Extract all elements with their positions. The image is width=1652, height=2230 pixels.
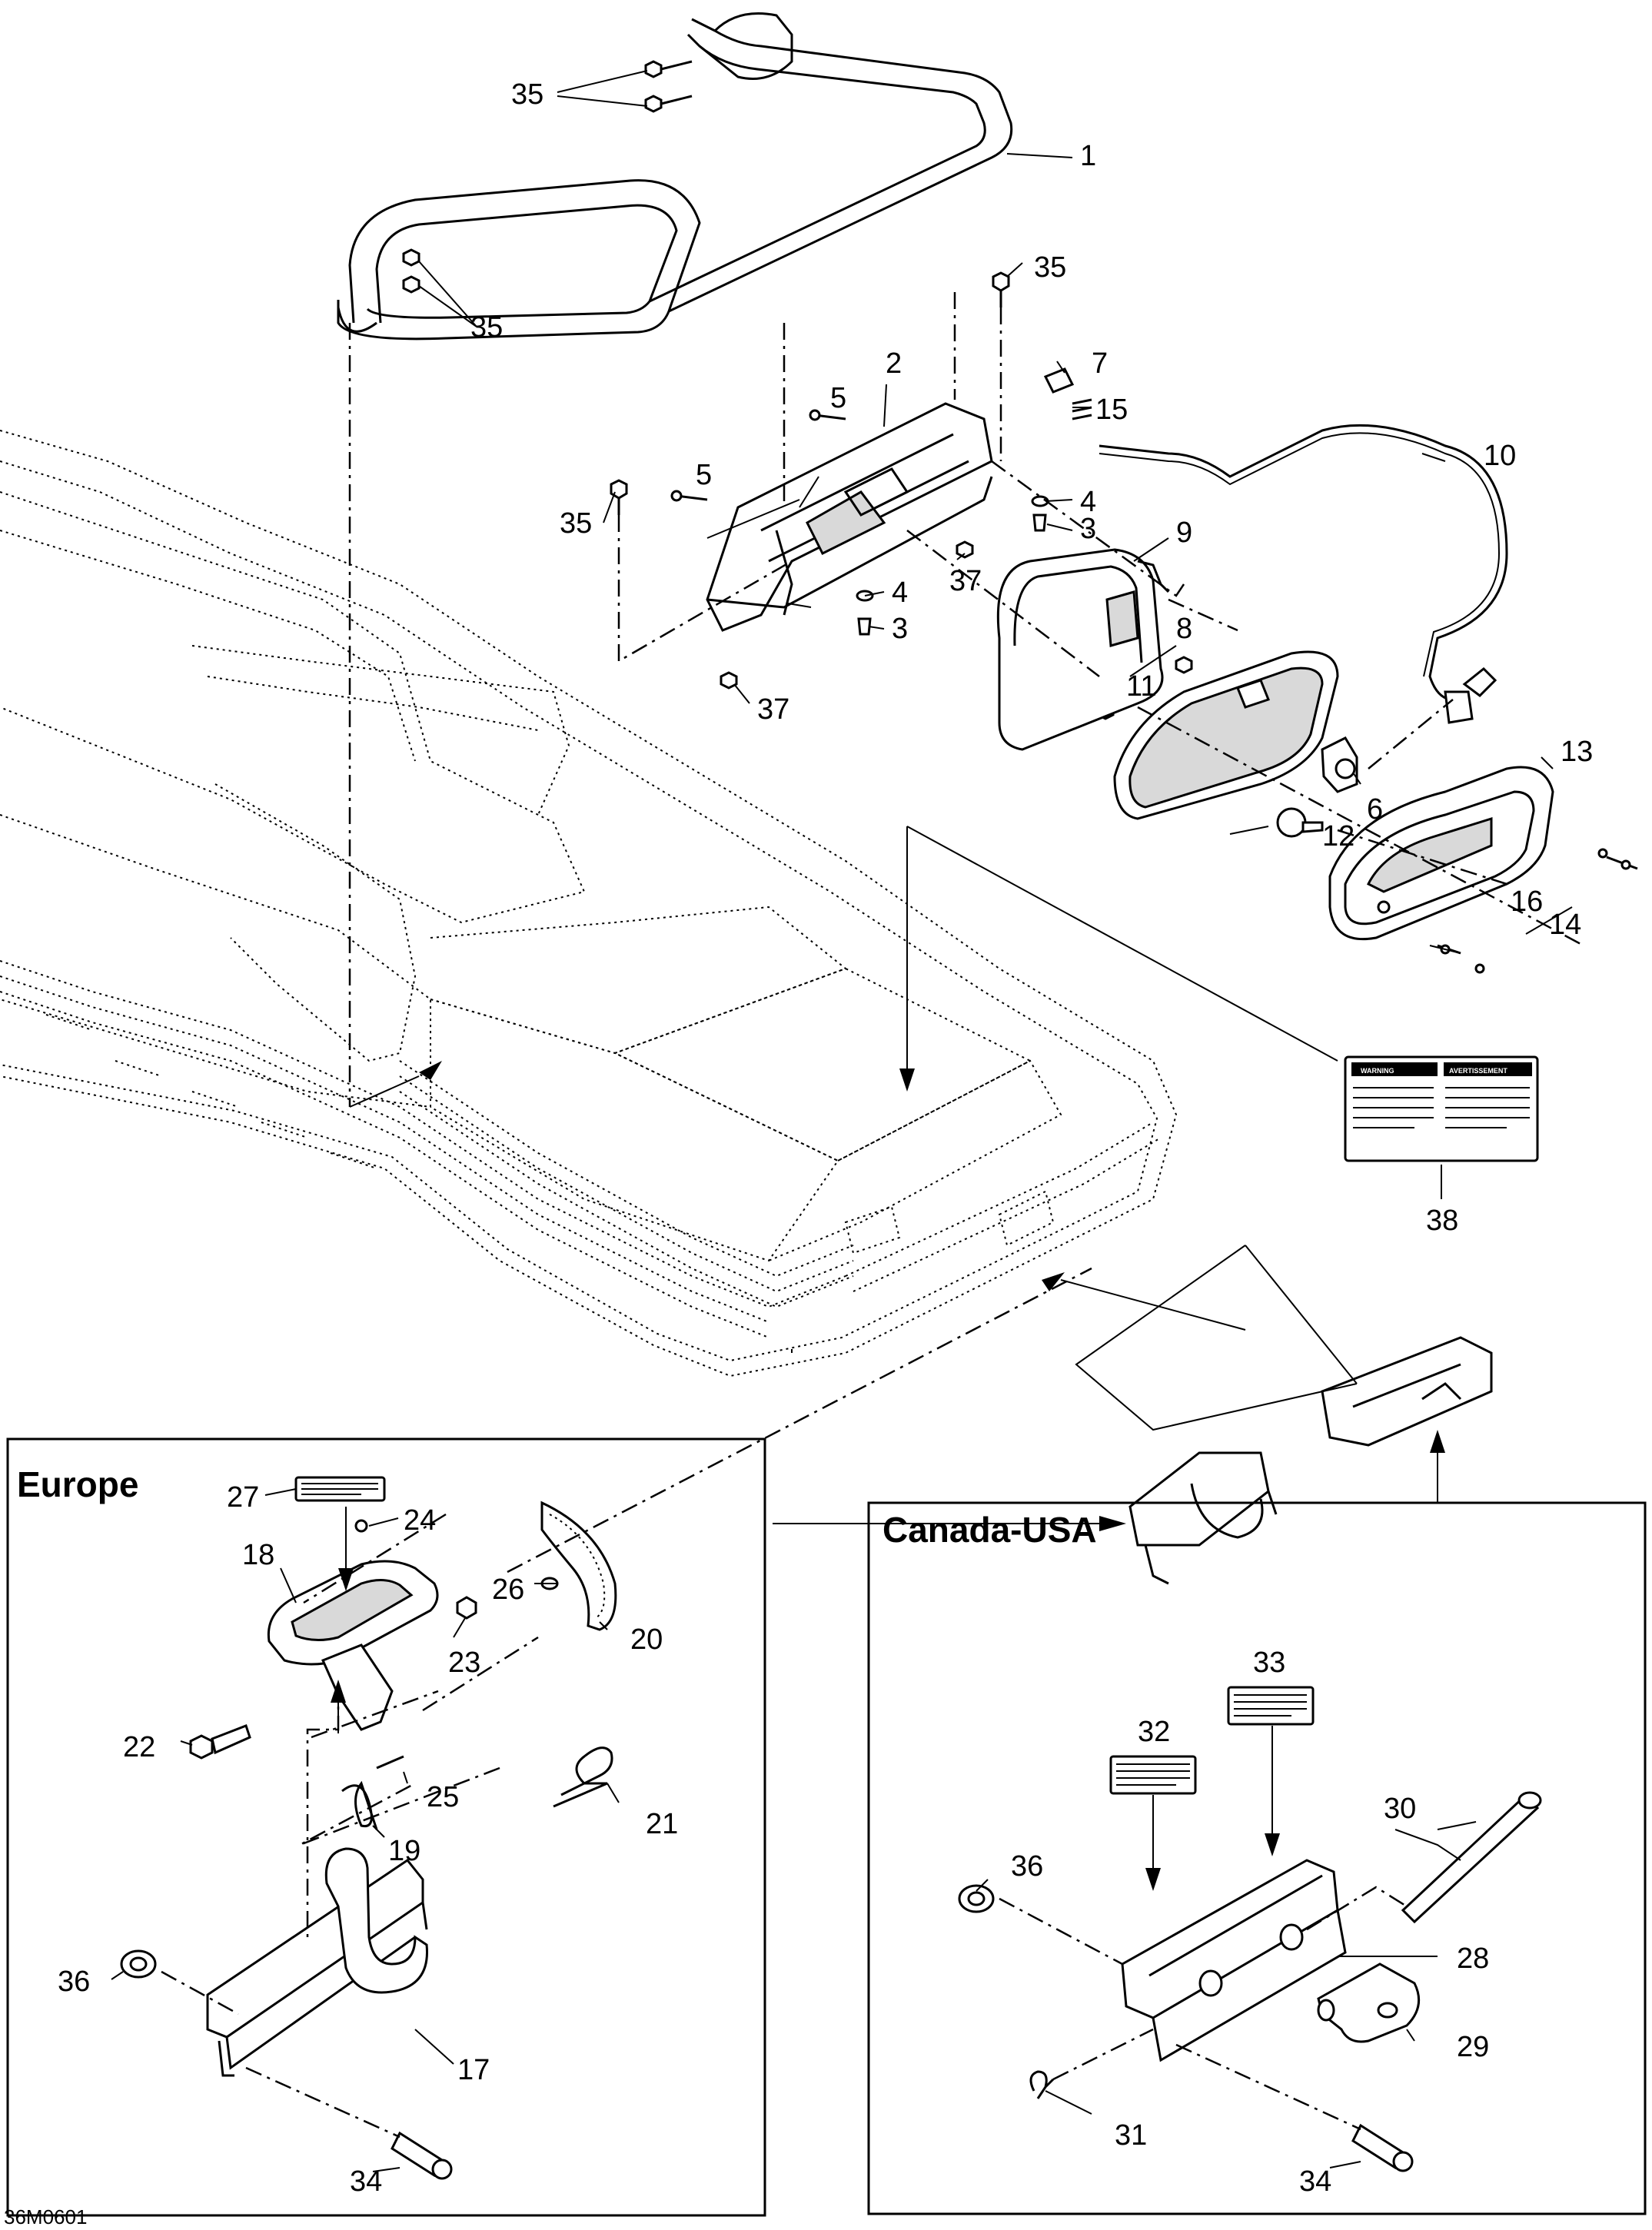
hitch-miniatures xyxy=(1128,1336,1493,1585)
callout-35a: 35 xyxy=(511,78,543,111)
callout-12: 12 xyxy=(1322,820,1355,852)
callout-25: 25 xyxy=(427,1781,459,1813)
callout-numbers: 1 2 3 3 4 4 5 5 6 7 8 9 10 11 12 13 14 1… xyxy=(58,78,1593,2198)
callout-3a: 3 xyxy=(1080,513,1096,545)
label-avertissement-heading: AVERTISSEMENT xyxy=(1449,1067,1507,1075)
callout-22: 22 xyxy=(123,1731,155,1763)
canada-usa-box xyxy=(867,1501,1647,2215)
grab-bar-handle xyxy=(337,12,1013,341)
callout-20: 20 xyxy=(630,1623,663,1656)
callout-5a: 5 xyxy=(830,382,846,414)
callout-17: 17 xyxy=(457,2054,490,2086)
europe-box xyxy=(6,1437,766,2217)
callout-7: 7 xyxy=(1092,347,1108,380)
callout-26: 26 xyxy=(492,1574,524,1606)
callout-4b: 4 xyxy=(892,577,908,609)
arrows xyxy=(331,826,1445,1891)
fasteners xyxy=(402,60,1193,720)
callout-15: 15 xyxy=(1095,394,1128,426)
callout-3b: 3 xyxy=(892,613,908,645)
warning-label-38: WARNING AVERTISSEMENT xyxy=(1344,1055,1539,1162)
callout-24: 24 xyxy=(404,1504,436,1537)
assembly-centerlines xyxy=(161,292,1584,2139)
callout-23: 23 xyxy=(448,1647,480,1679)
callout-10: 10 xyxy=(1484,440,1516,472)
callout-14: 14 xyxy=(1549,909,1581,941)
label-warning-heading: WARNING xyxy=(1361,1067,1394,1075)
wiring-harness xyxy=(1099,424,1508,724)
callout-28: 28 xyxy=(1457,1943,1489,1975)
socket-and-bulb xyxy=(1276,736,1358,838)
frame-outline xyxy=(0,430,1178,1378)
callout-4a: 4 xyxy=(1080,486,1096,518)
callout-11: 11 xyxy=(1126,670,1156,703)
drawing-code: 36M0601 xyxy=(4,2205,87,2228)
callout-18: 18 xyxy=(242,1539,274,1571)
callout-6: 6 xyxy=(1367,793,1383,826)
callout-8: 8 xyxy=(1176,613,1192,645)
callout-35c: 35 xyxy=(1034,251,1066,284)
callout-36a: 36 xyxy=(58,1966,90,1998)
callout-38: 38 xyxy=(1426,1205,1458,1237)
callout-36b: 36 xyxy=(1011,1850,1043,1883)
callout-35d: 35 xyxy=(560,507,592,540)
europe-box-title: Europe xyxy=(17,1464,138,1504)
callout-37a: 37 xyxy=(949,565,982,597)
taillight-lens xyxy=(1328,766,1554,941)
callout-2: 2 xyxy=(886,347,902,380)
callout-13: 13 xyxy=(1561,736,1593,768)
reflector xyxy=(1113,650,1339,820)
callout-34b: 34 xyxy=(1299,2165,1331,2198)
callout-21: 21 xyxy=(646,1808,678,1840)
callout-19: 19 xyxy=(388,1835,420,1867)
callout-1: 1 xyxy=(1080,140,1096,172)
callout-9: 9 xyxy=(1176,517,1192,549)
callout-27: 27 xyxy=(227,1481,259,1514)
callout-30: 30 xyxy=(1384,1793,1416,1825)
canada-usa-box-title: Canada-USA xyxy=(883,1510,1097,1550)
taillight-housing xyxy=(996,548,1170,751)
callout-34a: 34 xyxy=(350,2165,382,2198)
callout-35b: 35 xyxy=(470,311,503,344)
callout-32: 32 xyxy=(1138,1716,1170,1748)
leader-lines xyxy=(111,70,1573,2172)
callout-31: 31 xyxy=(1115,2119,1147,2152)
callout-5b: 5 xyxy=(696,459,712,491)
callout-33: 33 xyxy=(1253,1647,1285,1679)
taillight-bracket xyxy=(706,402,993,632)
callout-16: 16 xyxy=(1511,886,1543,918)
callout-37b: 37 xyxy=(757,693,789,726)
callout-29: 29 xyxy=(1457,2031,1489,2063)
